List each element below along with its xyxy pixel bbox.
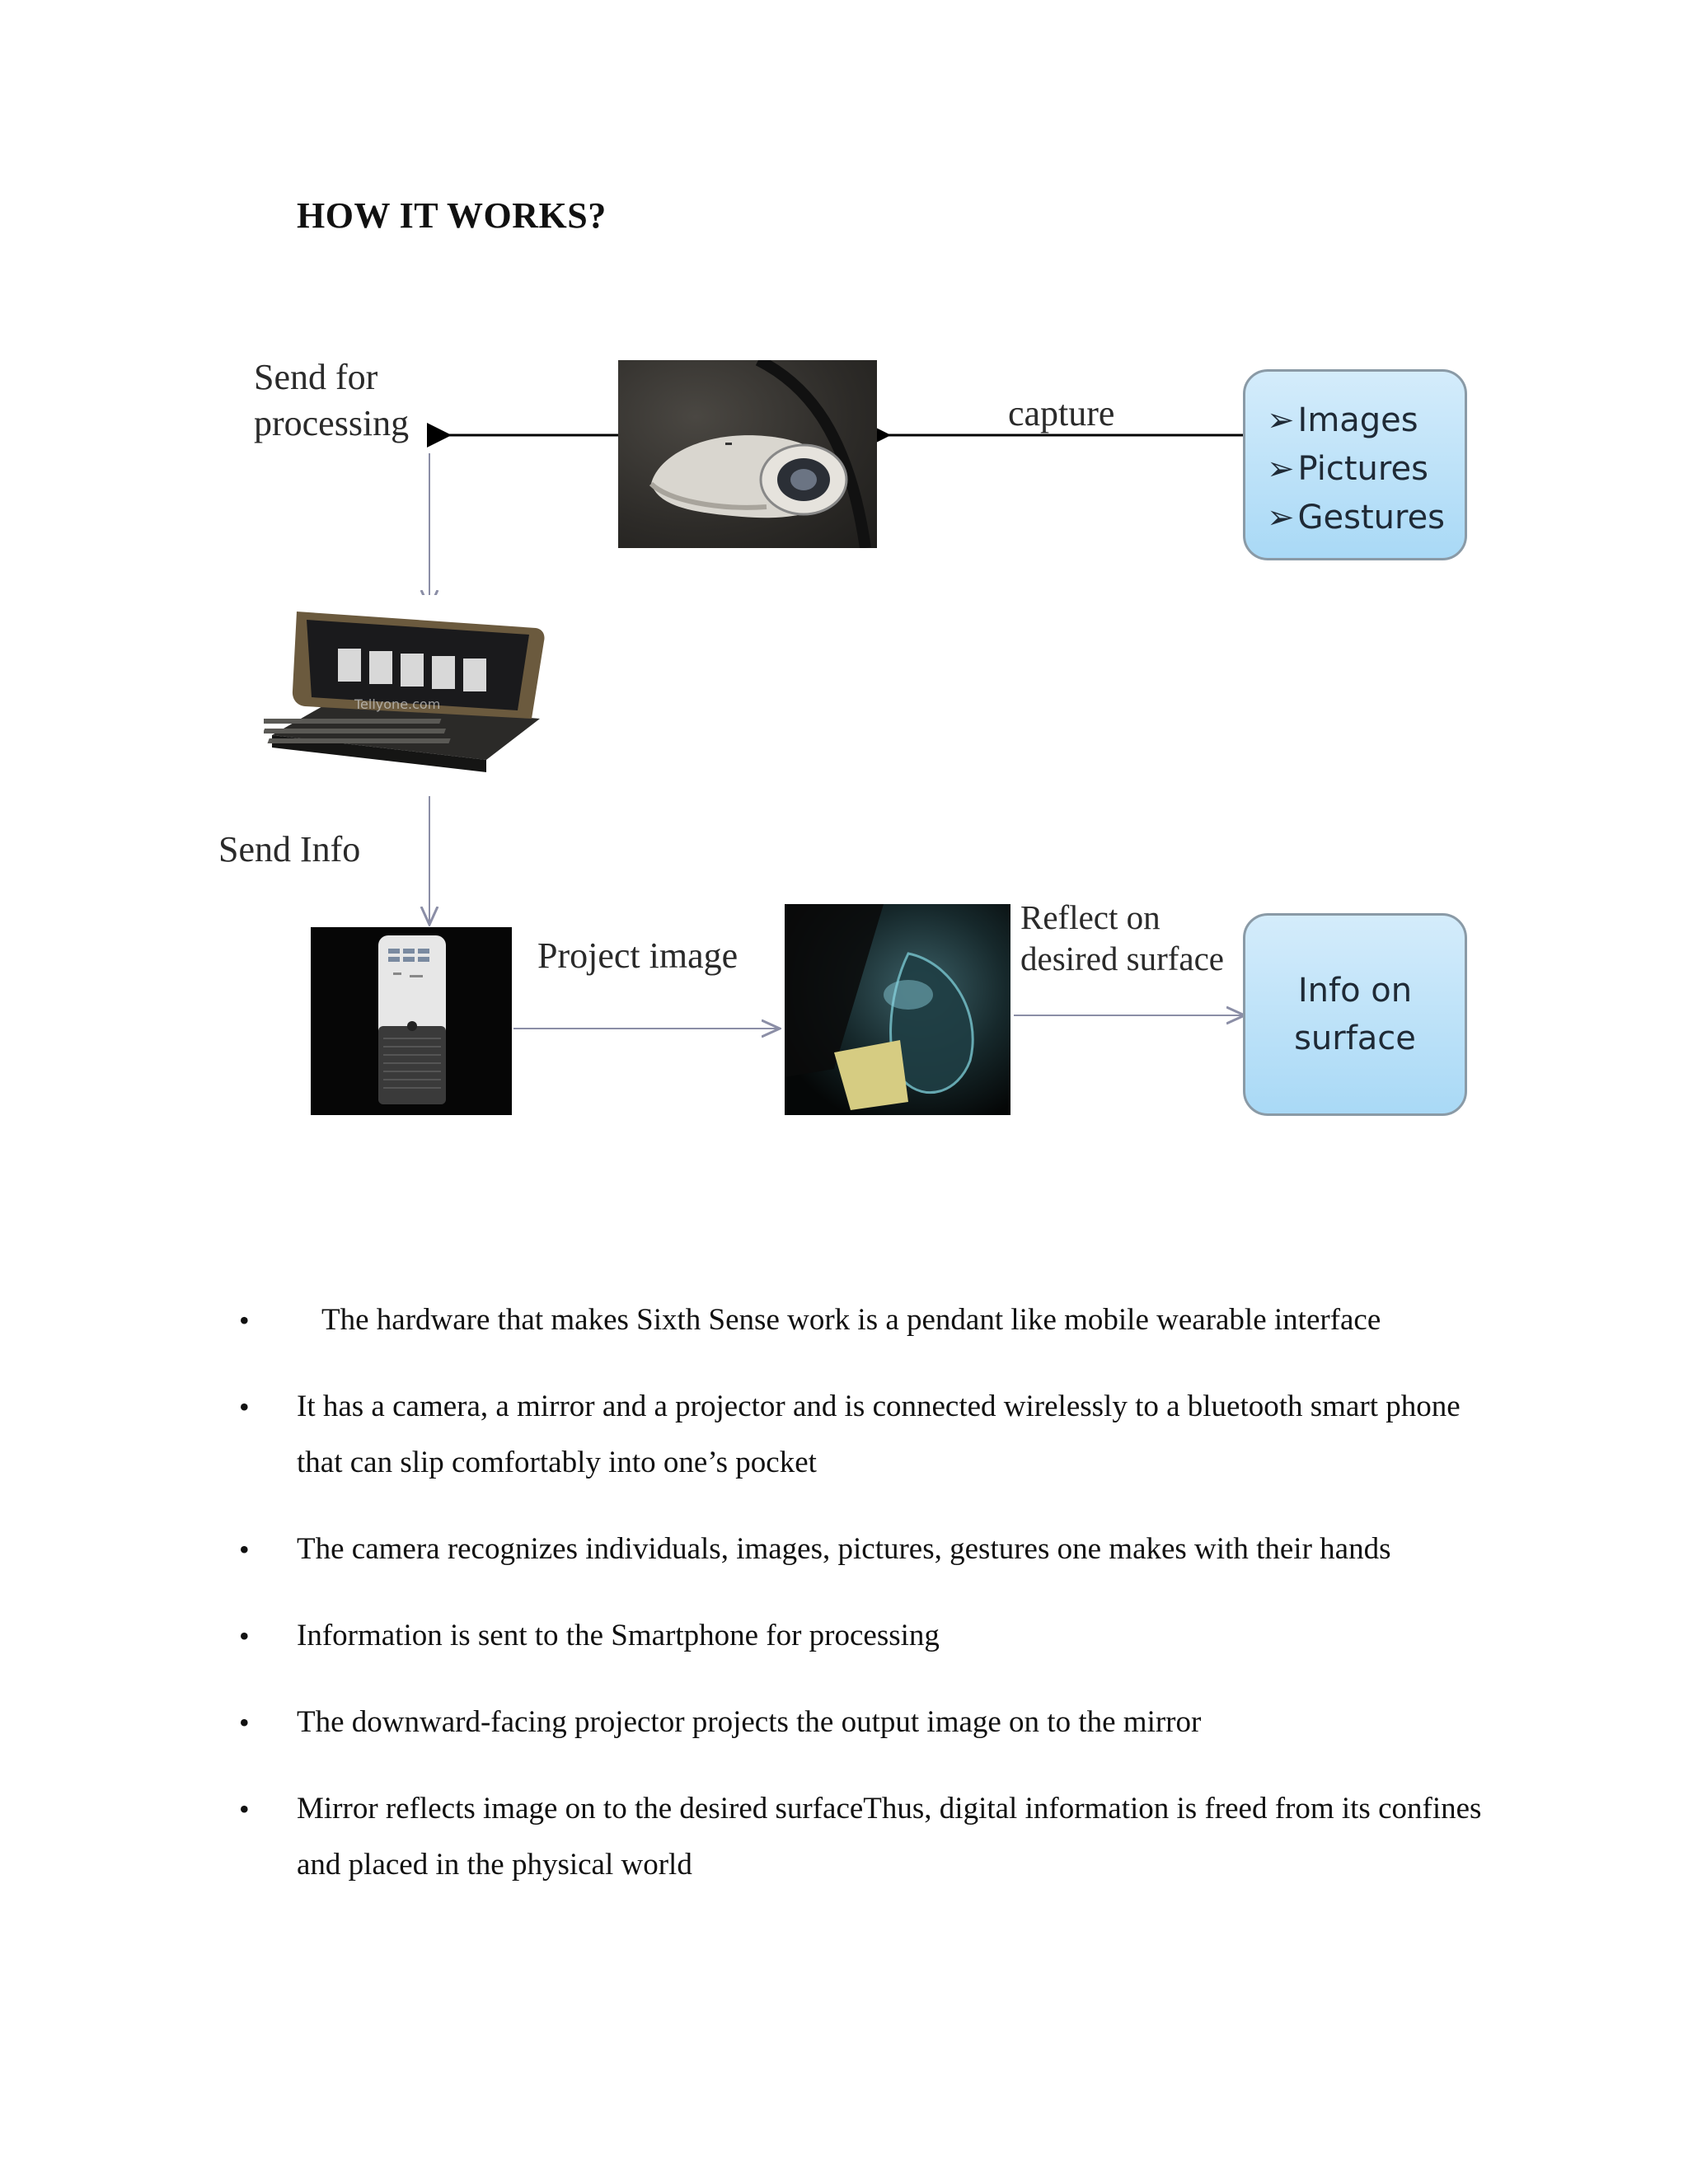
bullet-list: The hardware that makes Sixth Sense work… bbox=[239, 1292, 1500, 1924]
arrowhead-bullet-icon: ➢ bbox=[1267, 401, 1295, 439]
label-reflect: Reflect on desired surface bbox=[1020, 898, 1225, 977]
page-title: HOW IT WORKS? bbox=[297, 195, 607, 236]
list-item: Information is sent to the Smartphone fo… bbox=[239, 1608, 1500, 1664]
capture-item-images: ➢Images bbox=[1267, 396, 1465, 445]
camera-pendant-image bbox=[618, 360, 877, 548]
phone-watermark: Tellyone.com bbox=[354, 696, 440, 712]
label-send-for-processing: Send for processing bbox=[254, 357, 410, 443]
arrowhead-bullet-icon: ➢ bbox=[1267, 450, 1295, 488]
list-item: The downward-facing projector projects t… bbox=[239, 1694, 1500, 1750]
list-item: It has a camera, a mirror and a projecto… bbox=[239, 1379, 1500, 1491]
diagram-connectors bbox=[0, 423, 1246, 1154]
projector-image bbox=[311, 927, 512, 1115]
label-capture: capture bbox=[1008, 393, 1115, 434]
info-on-surface-box: Info on surface bbox=[1243, 913, 1467, 1116]
list-item: The camera recognizes individuals, image… bbox=[239, 1521, 1500, 1577]
capture-types-box: ➢Images ➢Pictures ➢Gestures bbox=[1243, 369, 1467, 560]
list-item: Mirror reflects image on to the desired … bbox=[239, 1781, 1500, 1893]
mirror-reflection-image bbox=[785, 904, 1010, 1115]
arrowhead-bullet-icon: ➢ bbox=[1267, 499, 1295, 537]
list-item: The hardware that makes Sixth Sense work… bbox=[239, 1292, 1500, 1348]
label-project-image: Project image bbox=[537, 935, 738, 976]
capture-item-gestures: ➢Gestures bbox=[1267, 494, 1465, 542]
capture-item-pictures: ➢Pictures bbox=[1267, 445, 1465, 494]
smartphone-image: Tellyone.com bbox=[264, 595, 546, 796]
label-send-info: Send Info bbox=[218, 829, 361, 869]
